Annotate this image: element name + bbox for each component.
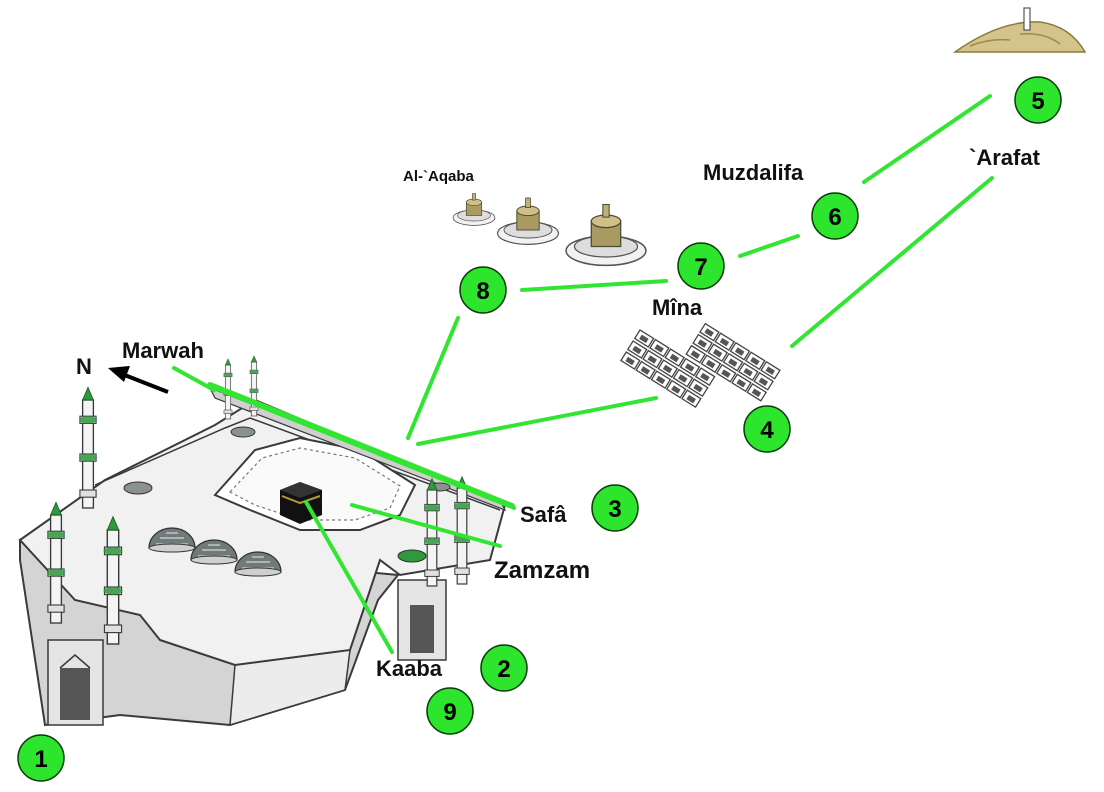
step-number: 4 <box>760 417 774 444</box>
step-number: 5 <box>1031 88 1044 115</box>
jamarat-pillar-icon <box>497 197 560 245</box>
step-badge-7: 7 <box>677 242 725 290</box>
step-badge-2: 2 <box>480 644 528 692</box>
arafat-label: `Arafat <box>969 145 1041 170</box>
masjid-al-haram <box>18 355 507 727</box>
pointer-kaaba <box>304 500 394 654</box>
route-lines <box>172 94 994 654</box>
jamarat-pillar-icon <box>452 193 496 226</box>
kaaba-label: Kaaba <box>376 656 443 681</box>
route-6-7 <box>738 234 800 258</box>
north-label: N <box>76 354 92 379</box>
step-badge-8: 8 <box>459 266 507 314</box>
step-badge-3: 3 <box>591 484 639 532</box>
muzdalifa-label: Muzdalifa <box>703 160 804 185</box>
step-number: 8 <box>476 278 489 305</box>
step-badge-9: 9 <box>426 687 474 735</box>
aqaba-label: Al-`Aqaba <box>403 168 474 185</box>
step-number: 3 <box>608 496 621 523</box>
zamzam-label: Zamzam <box>494 557 590 584</box>
step-number: 9 <box>443 699 456 726</box>
jamarat-pillar-icon <box>565 203 647 267</box>
route-arafat-mina <box>790 176 994 348</box>
step-number: 1 <box>34 746 47 773</box>
step-badges: 1 2 3 4 5 6 7 8 <box>17 76 1062 782</box>
mina-label: Mîna <box>652 295 703 320</box>
safa-label: Safâ <box>520 502 567 527</box>
arrow-left-up-icon <box>108 366 169 394</box>
step-badge-5: 5 <box>1014 76 1062 124</box>
pointer-safa <box>510 504 516 510</box>
jamarat-pillars <box>452 193 647 267</box>
step-number: 2 <box>497 656 510 683</box>
gate-front-left <box>47 639 104 726</box>
pointer-zamzam <box>350 503 502 548</box>
place-labels: N Marwah Safâ Zamzam Kaaba Mîna Muzdalif… <box>76 145 1041 681</box>
route-7-8 <box>520 279 668 292</box>
step-number: 7 <box>694 254 707 281</box>
route-sai-marwah-safa <box>207 382 515 509</box>
step-number: 6 <box>828 204 841 231</box>
minaret-icon <box>78 386 98 509</box>
marwah-label: Marwah <box>122 338 204 363</box>
mount-arafat-icon <box>952 7 1087 53</box>
step-badge-4: 4 <box>743 405 791 453</box>
route-mina-haram <box>416 396 658 446</box>
route-aqaba-haram <box>406 316 460 440</box>
gate-front-right <box>397 579 447 661</box>
pointer-marwah <box>172 366 216 392</box>
step-badge-6: 6 <box>811 192 859 240</box>
step-badge-1: 1 <box>17 734 65 782</box>
route-5-6 <box>862 94 992 184</box>
